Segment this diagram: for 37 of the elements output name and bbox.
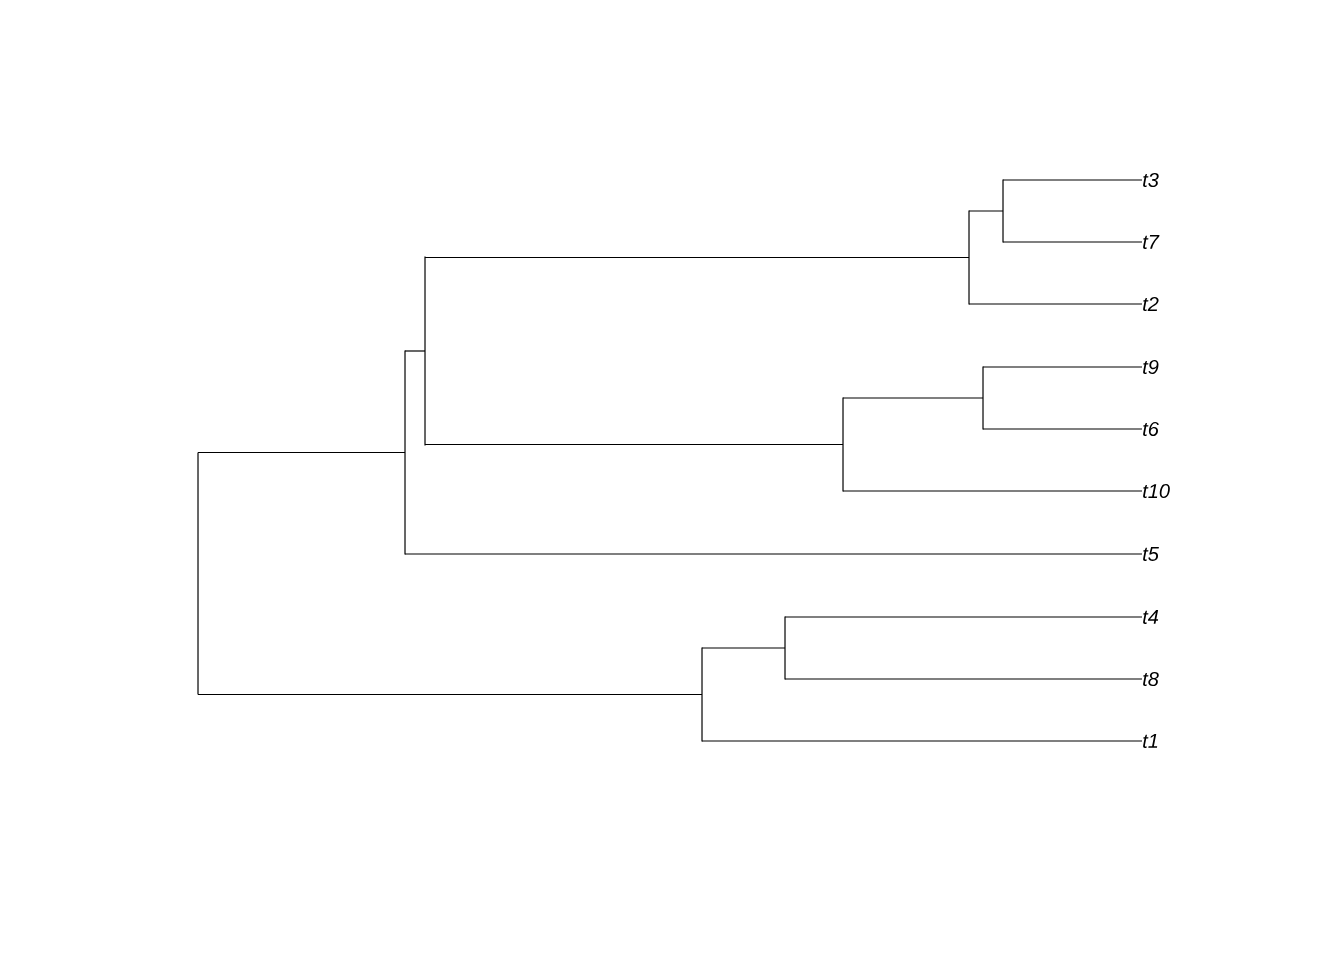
branch-line <box>197 451 406 454</box>
junction-line <box>784 616 786 680</box>
leaf-label: t10 <box>1143 483 1170 499</box>
leaf-label: t9 <box>1143 359 1159 375</box>
branch-line <box>701 647 786 649</box>
branch-line <box>968 303 1143 305</box>
branch-line <box>784 616 1143 618</box>
leaf-label: t6 <box>1143 421 1159 437</box>
branch-line <box>842 490 1143 492</box>
leaf-label: t5 <box>1143 547 1159 561</box>
branch-line <box>404 350 426 352</box>
branch-line <box>404 553 1143 555</box>
junction-line <box>1002 179 1004 243</box>
branch-line <box>701 740 1143 742</box>
branch-line <box>1002 179 1143 181</box>
branch-line <box>842 397 984 399</box>
leaf-label: t3 <box>1143 172 1159 188</box>
junction-line <box>404 350 406 555</box>
leaf-label: t4 <box>1143 610 1159 624</box>
branch-line <box>784 678 1143 680</box>
junction-line <box>424 256 426 446</box>
leaf-label: t8 <box>1143 671 1159 687</box>
junction-line <box>197 452 199 695</box>
branch-line <box>424 443 844 446</box>
branch-line <box>424 256 970 259</box>
junction-line <box>982 366 984 430</box>
junction-line <box>968 210 970 305</box>
leaf-label: t1 <box>1143 734 1158 748</box>
leaf-label: t2 <box>1143 296 1159 312</box>
branch-line <box>982 366 1143 368</box>
branch-line <box>197 693 703 696</box>
branch-line <box>1002 241 1143 243</box>
branch-line <box>968 210 1004 212</box>
junction-line <box>842 397 844 492</box>
junction-line <box>701 647 703 742</box>
branch-line <box>982 428 1143 430</box>
leaf-label: t7 <box>1143 235 1160 249</box>
